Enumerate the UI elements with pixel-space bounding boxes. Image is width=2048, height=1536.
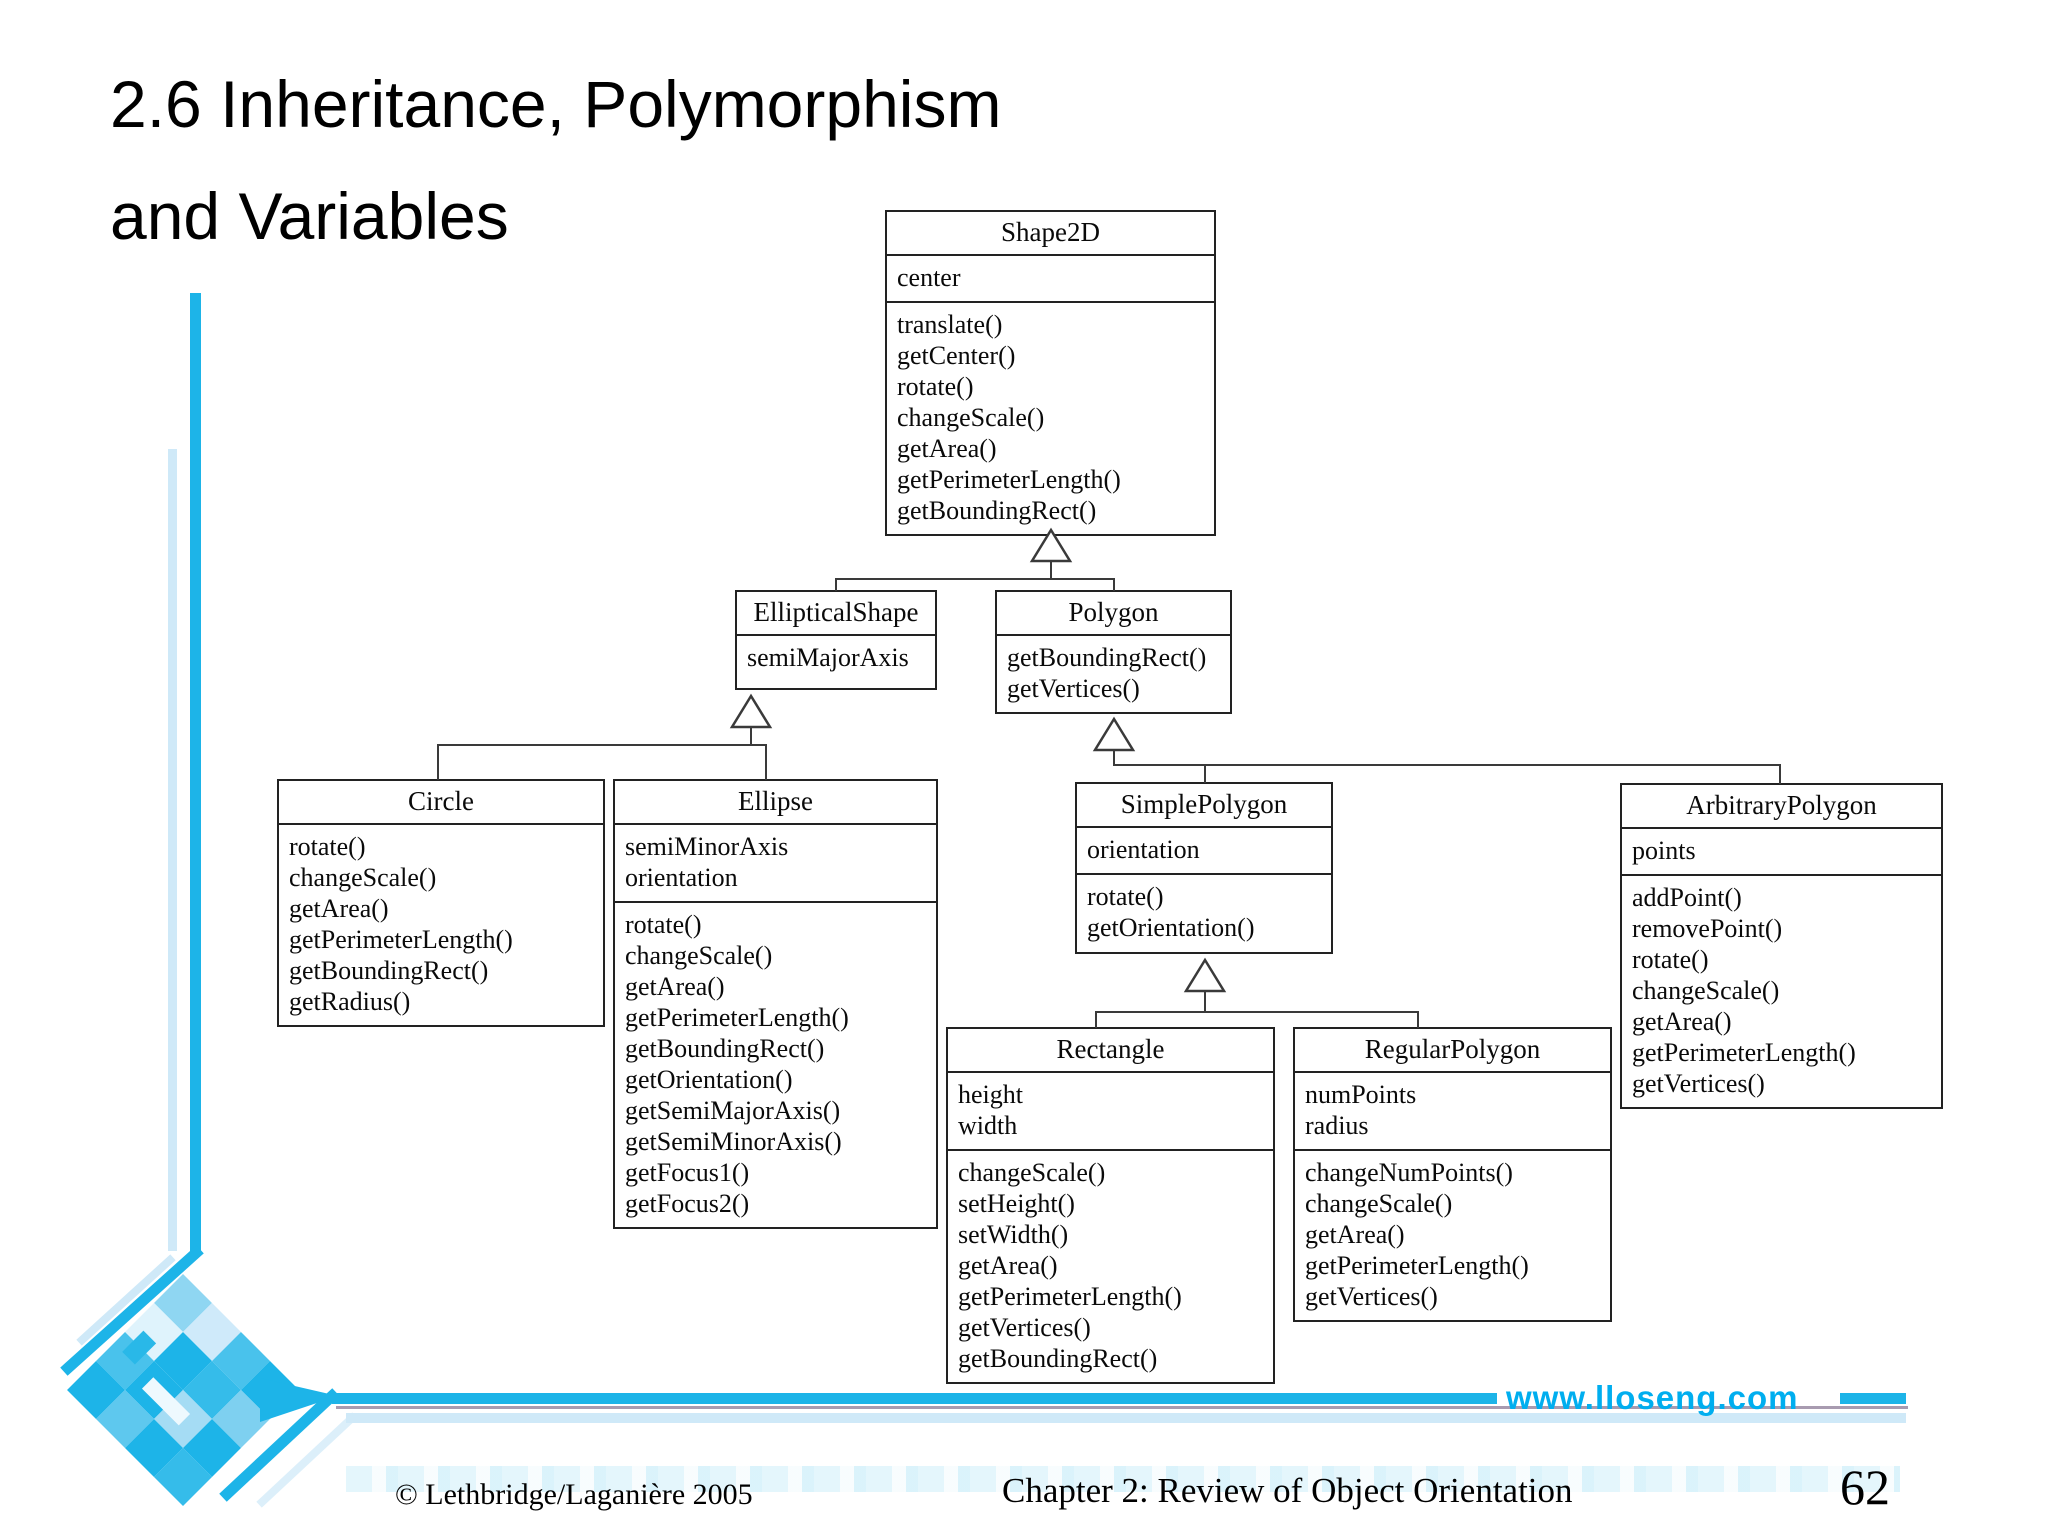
class-box-arbitrarypolygon: ArbitraryPolygon points addPoint()remove… <box>1620 783 1943 1109</box>
connector-line <box>1417 1011 1419 1028</box>
connector-line <box>1113 578 1115 591</box>
class-name: Polygon <box>1068 597 1159 627</box>
lloseng-logo <box>60 1245 358 1508</box>
connector-line <box>1050 562 1052 579</box>
class-attributes: semiMajorAxis <box>737 634 935 681</box>
connector-line <box>1204 992 1206 1013</box>
class-box-circle: Circle rotate()changeScale()getArea()get… <box>277 779 605 1027</box>
connector-line <box>1113 751 1115 766</box>
inheritance-arrow-ellipticalshape-icon <box>729 693 773 729</box>
class-name: RegularPolygon <box>1364 1034 1541 1064</box>
connector-line <box>1095 1011 1097 1028</box>
class-box-shape2d: Shape2D center translate()getCenter()rot… <box>885 210 1216 536</box>
footer-line-cyan <box>332 1393 1497 1404</box>
class-methods: changeNumPoints()changeScale()getArea()g… <box>1295 1149 1610 1320</box>
connector-line <box>835 578 1115 580</box>
class-attributes: center <box>887 254 1214 301</box>
class-methods: rotate()getOrientation() <box>1077 873 1331 951</box>
slide-title-line2: and Variables <box>110 179 509 253</box>
class-methods: getBoundingRect()getVertices() <box>997 634 1230 712</box>
class-methods: translate()getCenter()rotate()changeScal… <box>887 301 1214 534</box>
connector-line <box>835 578 837 591</box>
footer-line-cyan-right <box>1840 1393 1906 1404</box>
slide-title: 2.6 Inheritance, Polymorphism and Variab… <box>110 48 1001 272</box>
connector-line <box>1779 764 1781 784</box>
inheritance-arrow-shape2d-icon <box>1029 527 1073 563</box>
class-methods: changeScale()setHeight()setWidth()getAre… <box>948 1149 1273 1382</box>
class-name: Circle <box>408 786 474 816</box>
class-attributes: points <box>1622 827 1941 874</box>
class-name: ArbitraryPolygon <box>1686 790 1877 820</box>
connector-line <box>765 744 767 780</box>
footer-line-pale-blue <box>346 1413 1906 1423</box>
class-name: Rectangle <box>1056 1034 1165 1064</box>
class-methods: rotate()changeScale()getArea()getPerimet… <box>279 823 603 1025</box>
connector-line <box>437 744 767 746</box>
footer-line-thin-gray <box>336 1406 1908 1409</box>
page-number: 62 <box>1840 1459 1890 1515</box>
inheritance-arrow-simplepolygon-icon <box>1183 957 1227 993</box>
footer-faint-mosaic-band <box>346 1466 1900 1492</box>
connector-line <box>1113 764 1781 766</box>
footer-chapter-title: Chapter 2: Review of Object Orientation <box>1002 1471 1573 1510</box>
vertical-accent-bar-pale <box>168 449 177 1251</box>
class-methods: rotate()changeScale()getArea()getPerimet… <box>615 901 936 1227</box>
footer-copyright: © Lethbridge/Laganière 2005 <box>395 1478 753 1511</box>
class-name: Ellipse <box>738 786 813 816</box>
class-box-polygon: Polygon getBoundingRect()getVertices() <box>995 590 1232 714</box>
class-box-ellipticalshape: EllipticalShape semiMajorAxis <box>735 590 937 690</box>
connector-line <box>1204 764 1206 783</box>
class-name: EllipticalShape <box>753 597 919 627</box>
website-link: www.lloseng.com <box>1506 1379 1799 1416</box>
connector-line <box>437 744 439 780</box>
connector-line <box>1095 1011 1419 1013</box>
class-name: Shape2D <box>1001 217 1100 247</box>
class-methods: addPoint()removePoint()rotate()changeSca… <box>1622 874 1941 1107</box>
vertical-accent-bar-cyan <box>190 293 201 1255</box>
inheritance-arrow-polygon-icon <box>1092 716 1136 752</box>
class-attributes: orientation <box>1077 826 1331 873</box>
class-box-simplepolygon: SimplePolygon orientation rotate()getOri… <box>1075 782 1333 954</box>
class-name: SimplePolygon <box>1120 789 1288 819</box>
slide-title-line1: 2.6 Inheritance, Polymorphism <box>110 67 1002 141</box>
connector-line <box>750 728 752 746</box>
